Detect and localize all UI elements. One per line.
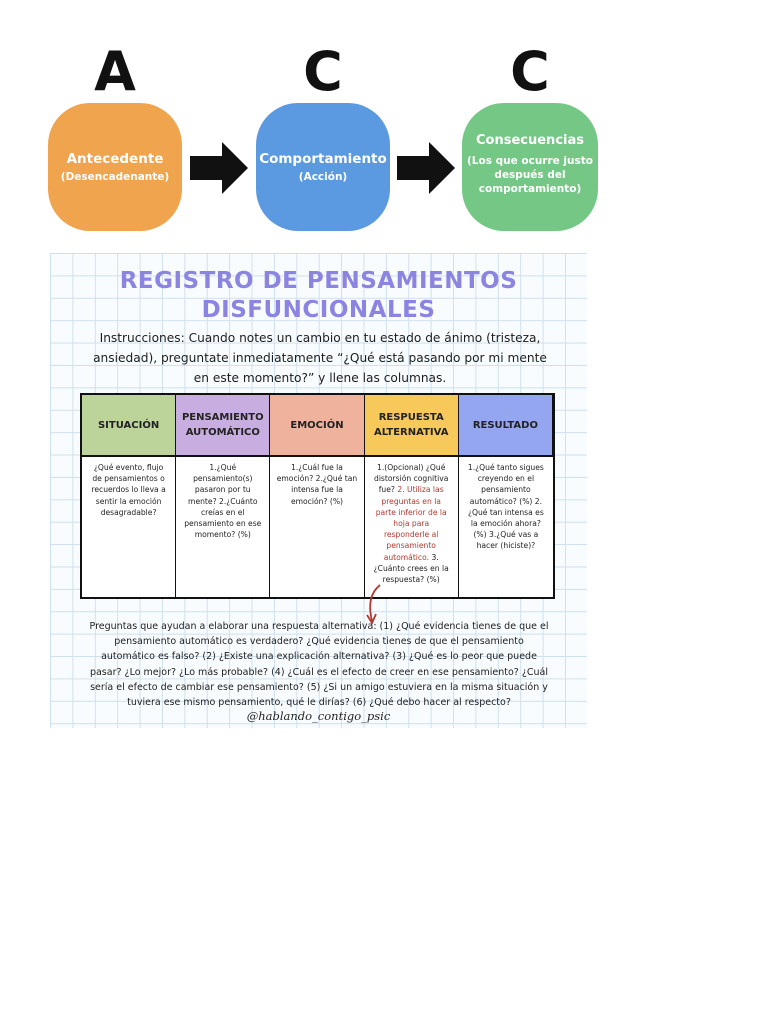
thought-record-table: SITUACIÓN PENSAMIENTO AUTOMÁTICO EMOCIÓN… — [80, 393, 555, 599]
header-automatic-thought: PENSAMIENTO AUTOMÁTICO — [176, 395, 271, 457]
behavior-subtitle: (Acción) — [298, 170, 348, 183]
antecedent-title: Antecedente — [66, 150, 164, 167]
header-emotion: EMOCIÓN — [270, 395, 365, 457]
antecedent-subtitle: (Desencadenante) — [60, 170, 170, 183]
letter-a: A — [94, 40, 136, 103]
cell-situation: ¿Qué evento, flujo de pensamientos o rec… — [82, 457, 177, 597]
header-situation: SITUACIÓN — [82, 395, 177, 457]
letter-c-behavior: C — [303, 40, 343, 103]
antecedent-bubble: Antecedente (Desencadenante) — [48, 103, 182, 231]
alt-response-step-2: 2. Utiliza las preguntas en la parte inf… — [375, 485, 447, 562]
thought-record-worksheet: REGISTRO DE PENSAMIENTOS DISFUNCIONALES … — [50, 253, 587, 728]
cell-automatic-thought: 1.¿Qué pensamiento(s) pasaron por tu men… — [176, 457, 271, 597]
alternative-response-questions: Preguntas que ayudan a elaborar una resp… — [89, 621, 549, 709]
header-result: RESULTADO — [458, 395, 553, 457]
right-arrow-icon — [397, 142, 455, 194]
curved-arrow-icon — [366, 584, 381, 625]
alt-response-step-1: 1.(Opcional) ¿Qué distorsión cognitiva f… — [374, 463, 449, 495]
alt-response-step-3: 3.¿Cuánto crees en la respuesta? (%) — [373, 552, 449, 585]
worksheet-title: REGISTRO DE PENSAMIENTOS DISFUNCIONALES — [50, 267, 587, 325]
letter-c-consequence: C — [510, 40, 550, 103]
worksheet-instructions: Instrucciones: Cuando notes un cambio en… — [93, 331, 547, 385]
cell-alternative-response: 1.(Opcional) ¿Qué distorsión cognitiva f… — [365, 457, 459, 597]
header-alternative-response: RESPUESTA ALTERNATIVA — [364, 395, 459, 457]
worksheet-title-line-2: DISFUNCIONALES — [201, 297, 436, 323]
cell-result: 1.¿Qué tanto sigues creyendo en el pensa… — [467, 463, 544, 551]
consequence-title: Consecuencias — [476, 133, 584, 148]
worksheet-title-line-1: REGISTRO DE PENSAMIENTOS — [119, 268, 518, 294]
behavior-title: Comportamiento — [259, 150, 387, 167]
consequence-bubble: Consecuencias (Los que ocurre justo desp… — [462, 103, 598, 231]
right-arrow-icon — [190, 142, 248, 194]
cell-emotion: 1.¿Cuál fue la emoción? 2.¿Qué tan inten… — [270, 457, 365, 597]
behavior-bubble: Comportamiento (Acción) — [256, 103, 390, 231]
author-handle: @hablando_contigo_psic — [246, 709, 391, 723]
consequence-subtitle: (Los que ocurre justo después del compor… — [467, 155, 593, 195]
